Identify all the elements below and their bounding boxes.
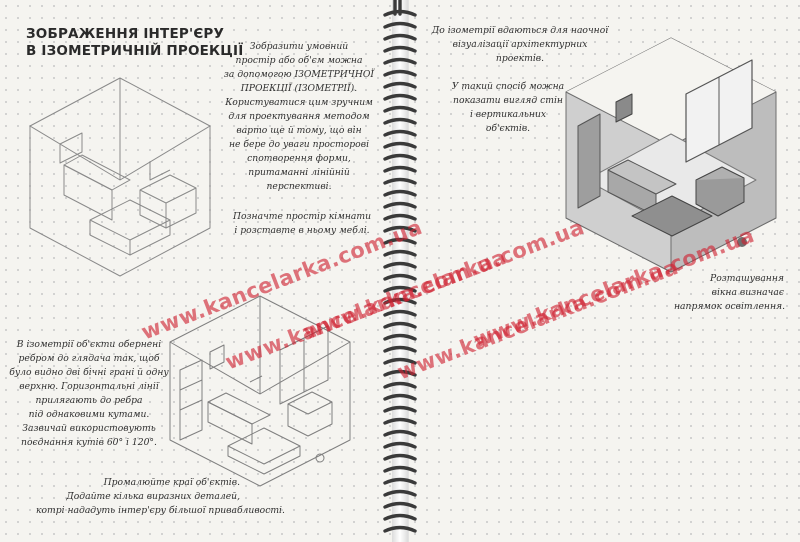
note-architect: До ізометрії вдаються для наочної візуал… bbox=[430, 24, 610, 66]
note-line: поєднання кутів 60° і 120°. bbox=[21, 437, 157, 448]
note-window-light: Розташування вікна визначає напрямок осв… bbox=[674, 272, 786, 314]
note-line: за допомогою ІЗОМЕТРИЧНОЇ bbox=[223, 69, 375, 80]
page-title: ЗОБРАЖЕННЯ ІНТЕР'ЄРУ В ІЗОМЕТРИЧНІЙ ПРОЕ… bbox=[26, 26, 243, 60]
note-line: В ізометрії об'єкти обернені bbox=[16, 339, 162, 350]
note-line: Додайте кілька виразних деталей, bbox=[66, 491, 240, 502]
note-line: і розставте в ньому меблі. bbox=[234, 225, 370, 236]
note-line: варто ще й тому, що він bbox=[236, 125, 362, 136]
note-line: і вертикальних bbox=[469, 109, 547, 120]
note-isometry-rule: В ізометрії об'єкти обернені ребром до г… bbox=[8, 338, 170, 450]
note-line: Користуватися цим зручним bbox=[225, 97, 373, 108]
room-sketch-shaded bbox=[565, 37, 777, 273]
note-line: прилягають до ребра bbox=[35, 395, 143, 406]
left-page bbox=[0, 0, 393, 542]
note-draw-edges: Промалюйте краї об'єктів. Додайте кілька… bbox=[36, 476, 285, 518]
note-line: Зобразити умовний bbox=[249, 41, 349, 52]
note-line: було видно дві бічні грані й одну bbox=[9, 367, 169, 378]
title-line-1: ЗОБРАЖЕННЯ ІНТЕР'ЄРУ bbox=[26, 26, 225, 42]
note-line: До ізометрії вдаються для наочної bbox=[431, 25, 609, 36]
note-line: Зазвичай використовують bbox=[22, 423, 156, 434]
note-line: ребром до глядача так, щоб bbox=[18, 353, 160, 364]
note-line: напрямок освітлення. bbox=[674, 301, 786, 312]
note-line: Позначте простір кімнати bbox=[233, 211, 371, 222]
note-line: візуалізації архітектурних bbox=[452, 39, 588, 50]
note-line: під однаковими кутами. bbox=[28, 409, 150, 420]
note-line: верхню. Горизонтальні лінії bbox=[19, 381, 159, 392]
title-line-2: В ІЗОМЕТРИЧНІЙ ПРОЕКЦІЇ bbox=[26, 43, 244, 59]
note-walls: У такий спосіб можна показати вигляд сті… bbox=[430, 80, 586, 136]
note-line: Розташування bbox=[710, 273, 784, 284]
note-line: вікна визначає bbox=[711, 287, 784, 298]
note-line: перспективі. bbox=[266, 181, 332, 192]
note-line: спотворення форми, bbox=[247, 153, 351, 164]
note-line: об'єктів. bbox=[485, 123, 531, 134]
note-line: простір або об'єм можна bbox=[235, 55, 363, 66]
note-line: котрі нададуть інтер'єру більшої привабл… bbox=[36, 505, 285, 516]
note-line: Промалюйте краї об'єктів. bbox=[103, 477, 240, 488]
room-sketch-detailed bbox=[169, 295, 351, 487]
note-mark-room: Позначте простір кімнати і розставте в н… bbox=[222, 210, 382, 238]
note-line: не бере до уваги просторові bbox=[228, 139, 370, 150]
room-sketch-outline bbox=[29, 77, 211, 277]
note-line: ПРОЕКЦІЇ (ІЗОМЕТРІЇ). bbox=[240, 83, 358, 94]
note-line: притаманні лінійній bbox=[248, 167, 350, 178]
note-line: У такий спосіб можна bbox=[451, 81, 565, 92]
note-line: проектів. bbox=[495, 53, 545, 64]
note-isometric-intro: Зобразити умовний простір або об'єм можн… bbox=[214, 40, 384, 194]
note-line: показати вигляд стін bbox=[453, 95, 563, 106]
note-line: для проектування методом bbox=[228, 111, 370, 122]
